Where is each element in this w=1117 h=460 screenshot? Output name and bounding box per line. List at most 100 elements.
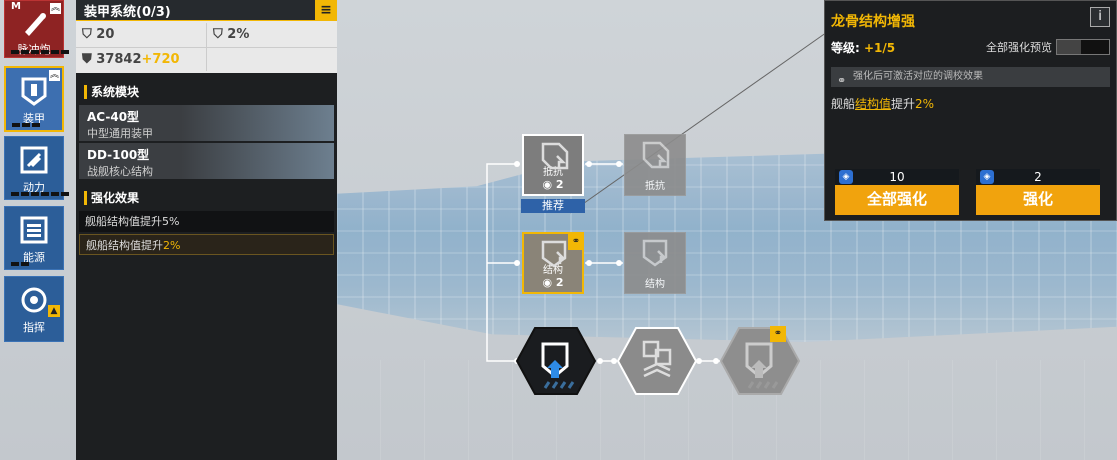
cost-bar: ◈2 [976, 169, 1100, 185]
term-link[interactable]: 结构值 [855, 97, 892, 111]
link-icon: ⚭ [568, 234, 584, 250]
info-button[interactable]: i [1090, 7, 1110, 27]
desc-text: 提升 [891, 97, 916, 111]
radar-icon [14, 283, 54, 317]
cost-value: 10 [889, 170, 905, 184]
effect-value: 2% [163, 239, 181, 252]
stat-value: 37842 [96, 52, 142, 67]
hex-node-layers[interactable] [616, 326, 698, 396]
chevron-up-icon: ︽ [49, 70, 60, 81]
chevron-up-icon: ︽ [50, 3, 61, 14]
hull-stat-icon: ⛊ [82, 52, 97, 67]
button-label: 强化 [1022, 190, 1053, 208]
upgrade-detail-popup: 龙骨结构增强 i 等级: +1/5 全部强化预览 ⚭ 强化后可激活对应的调校效果… [824, 0, 1117, 221]
lock-icon: ▲ [48, 305, 60, 317]
module-item[interactable]: DD-100型 战舰核心结构 [79, 143, 334, 179]
popup-title: 龙骨结构增强 [831, 14, 915, 30]
desc-text: 舰船 [831, 97, 856, 111]
document-icon[interactable]: ≡ [315, 0, 337, 21]
upgrade-button[interactable]: ◈2 强化 [976, 169, 1100, 215]
shield-stat-icon: ⛉ [82, 27, 97, 42]
recommend-tag: 推荐 [521, 199, 585, 213]
shield-stat-icon: ⛉ [213, 27, 228, 42]
chip-icon: ◈ [980, 170, 994, 184]
node-structure-2[interactable]: 结构 [624, 232, 686, 294]
list-icon [14, 213, 54, 247]
stat-value: 20 [96, 27, 115, 42]
cost-value: 2 [555, 178, 564, 191]
nav-label: 装甲 [23, 112, 45, 125]
stat-bonus: +720 [141, 52, 180, 67]
node-structure-1[interactable]: 结构 ◉ 2 [522, 232, 584, 294]
cost-value: 2 [555, 276, 564, 289]
structure-icon [541, 240, 567, 268]
notice-text: 强化后可激活对应的调校效果 [853, 71, 983, 82]
stat-hull: ⛊ 37842+720 [76, 47, 206, 71]
nav-item-pulse-cannon[interactable]: M ︽ 脉冲炮 [4, 0, 69, 58]
node-cost: ◉ 2 [542, 178, 564, 191]
level-label: 等级: [831, 41, 860, 55]
nav-item-energy[interactable]: 能源 [4, 206, 64, 270]
armor-info-panel: 装甲系统(0/3) ≡ ⛉ 20 ⛉ 2% ⛊ 37842+720 系统模块 A… [76, 0, 337, 460]
hex-node-armor-up[interactable] [515, 326, 597, 396]
level-value: +1/5 [864, 41, 896, 55]
notice-bar: ⚭ 强化后可激活对应的调校效果 [831, 67, 1110, 87]
nav-item-power[interactable]: 动力 [4, 136, 69, 200]
panel-title: 装甲系统(0/3) [84, 4, 171, 20]
effects-title: 强化效果 [84, 191, 329, 205]
floor-grid [336, 360, 1117, 460]
nav-label: 能源 [23, 251, 45, 264]
preview-label: 全部强化预览 [986, 41, 1052, 54]
nav-label: 指挥 [23, 321, 45, 334]
panel-header: 装甲系统(0/3) ≡ [76, 0, 337, 21]
structure-icon [642, 239, 668, 267]
power-icon [14, 143, 54, 177]
stat-value: 2% [227, 27, 250, 42]
level-pips [12, 123, 40, 127]
node-resist-1[interactable]: 抵抗 ◉ 2 [522, 134, 584, 196]
resist-icon [642, 141, 670, 169]
effect-item: 舰船结构值提升5% [79, 211, 334, 232]
upgrade-all-button[interactable]: ◈ 10 全部强化 [835, 169, 959, 215]
resist-icon [541, 142, 569, 170]
cannon-icon [14, 7, 54, 39]
preview-toggle[interactable] [1056, 39, 1110, 55]
armor-icon [14, 74, 54, 108]
stat-defense: ⛉ 20 [76, 23, 206, 47]
hex-node-armor-locked[interactable] [719, 326, 801, 396]
cost-value: 2 [1034, 170, 1042, 184]
modules-title: 系统模块 [84, 85, 329, 99]
system-nav: M ︽ 脉冲炮 ︽ 装甲 动力 能源 ▲ 指挥 [0, 0, 70, 460]
stat-resist: ⛉ 2% [206, 23, 337, 47]
cost-bar: ◈ 10 [835, 169, 959, 185]
node-label: 结构 [645, 279, 665, 290]
stat-empty [206, 47, 337, 71]
stats-grid: ⛉ 20 ⛉ 2% ⛊ 37842+720 [76, 21, 337, 73]
module-name: AC-40型 [87, 110, 140, 124]
module-name: DD-100型 [87, 148, 150, 162]
module-item[interactable]: AC-40型 中型通用装甲 [79, 105, 334, 141]
effect-item-highlight: 舰船结构值提升2% [79, 234, 334, 255]
tier-badge: M [11, 1, 21, 12]
effect-text: 舰船结构值提升 [86, 239, 163, 252]
chip-icon: ◈ [839, 170, 853, 184]
node-label: 抵抗 [543, 167, 563, 178]
link-icon: ⚭ [770, 326, 786, 342]
level-pips [11, 262, 29, 266]
level-pips [11, 192, 69, 196]
module-desc: 中型通用装甲 [87, 127, 153, 140]
level-row: 等级: +1/5 全部强化预览 [831, 39, 1110, 59]
node-label: 抵抗 [645, 181, 665, 192]
node-label: 结构 [543, 265, 563, 276]
button-label: 全部强化 [866, 190, 927, 208]
node-resist-2[interactable]: 抵抗 [624, 134, 686, 196]
node-cost: ◉ 2 [542, 276, 564, 289]
desc-value: 2% [915, 97, 935, 111]
nav-item-armor[interactable]: ︽ 装甲 [4, 66, 64, 132]
module-desc: 战舰核心结构 [87, 165, 153, 178]
effect-description: 舰船结构值提升2% [831, 95, 934, 112]
level-pips [11, 50, 69, 54]
nav-item-command[interactable]: ▲ 指挥 [4, 276, 64, 342]
link-icon: ⚭ [837, 74, 847, 87]
nav-label: 动力 [23, 181, 45, 194]
